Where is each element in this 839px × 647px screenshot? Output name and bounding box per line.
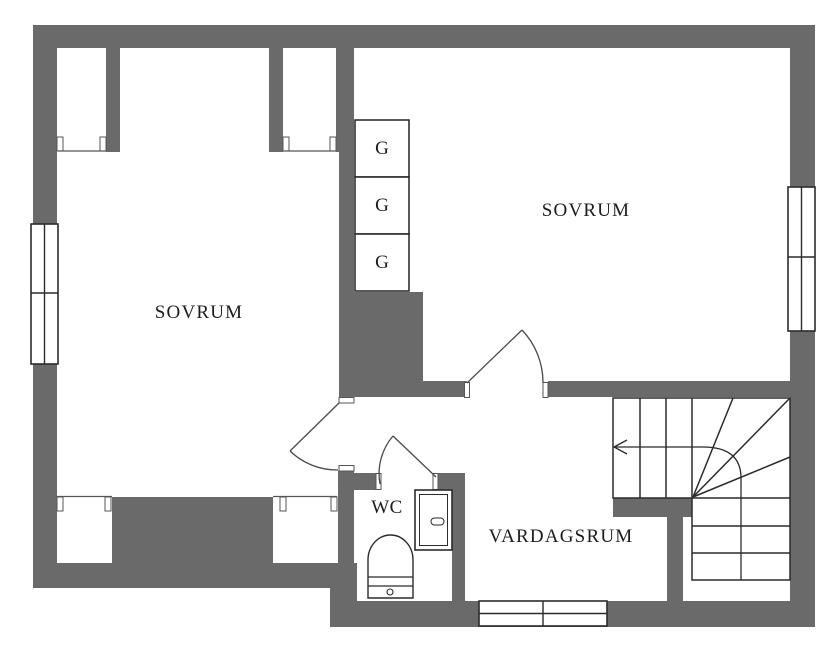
toilet (367, 534, 414, 599)
window-bottom (478, 600, 608, 627)
wardrobe-label-3: G (375, 252, 389, 273)
room-label-bedroom-left: SOVRUM (154, 302, 244, 323)
door-bedroom-right (466, 329, 544, 384)
wc-fixtures (367, 489, 453, 599)
toilet-flush-button (386, 588, 394, 596)
door-swing-arc (521, 329, 544, 384)
wall-center-lower (338, 471, 354, 602)
door-leaf (466, 329, 523, 384)
wall-top (33, 25, 815, 48)
wall-bedroom2-bottom-a (423, 381, 467, 397)
stairs-direction-arrow (612, 439, 628, 455)
closet-jamb (279, 496, 287, 512)
wall-stairs-strip (613, 498, 692, 517)
jamb (338, 465, 355, 472)
window-mullions (788, 187, 815, 331)
doors (289, 329, 544, 485)
door-wc (378, 435, 437, 485)
room-label-bedroom-right: SOVRUM (541, 200, 631, 221)
room-label-living-room: VARDAGSRUM (488, 526, 634, 547)
closet-front-lines (57, 150, 337, 498)
stairs-walking-line (615, 446, 742, 580)
wall-bottom-closet-block (112, 497, 273, 563)
jamb (464, 382, 470, 398)
wall-bedroom2-bottom-b (548, 381, 790, 397)
window-mullions (31, 224, 58, 364)
shower-inner (419, 494, 448, 546)
wall-stairs-side (667, 517, 683, 602)
stairs-treads-upper (639, 398, 667, 498)
shower-cabinet (414, 489, 453, 551)
shower-handle (430, 517, 445, 526)
jamb (338, 397, 355, 404)
door-jambs (56, 136, 549, 512)
wall-wc-right (452, 473, 465, 602)
wall-center-upper (339, 25, 354, 292)
wardrobe-label-2: G (375, 195, 389, 216)
closet-jamb (56, 496, 64, 512)
pier-top-2 (269, 48, 283, 152)
windows (30, 186, 816, 627)
window-left (30, 223, 59, 365)
door-swing-arc (289, 450, 339, 471)
staircase (612, 397, 791, 581)
closet-jamb (99, 136, 107, 152)
closet-jamb (329, 136, 337, 152)
door-leaf (392, 435, 437, 478)
closet-jamb (330, 496, 338, 512)
door-swing-arc (378, 435, 394, 485)
wall-wc-top-a (354, 473, 377, 490)
jamb (542, 382, 549, 398)
closet-jamb (56, 136, 64, 152)
door-leaf (289, 402, 340, 452)
wardrobe-box-3 (354, 233, 410, 292)
wardrobe-label-1: G (375, 138, 389, 159)
pier-top-1 (106, 48, 120, 152)
toilet-body (367, 534, 414, 599)
closet-jamb (104, 496, 112, 512)
window-mullions (479, 601, 607, 626)
toilet-tank-lines (368, 576, 413, 587)
room-label-wc: WC (371, 497, 403, 518)
closet-jamb (282, 136, 290, 152)
wall-center-chunk (339, 292, 423, 397)
wall-bottom-left (33, 563, 357, 588)
door-bedroom-left (289, 402, 340, 471)
wardrobe-boxes (354, 119, 410, 292)
window-right (787, 186, 816, 332)
